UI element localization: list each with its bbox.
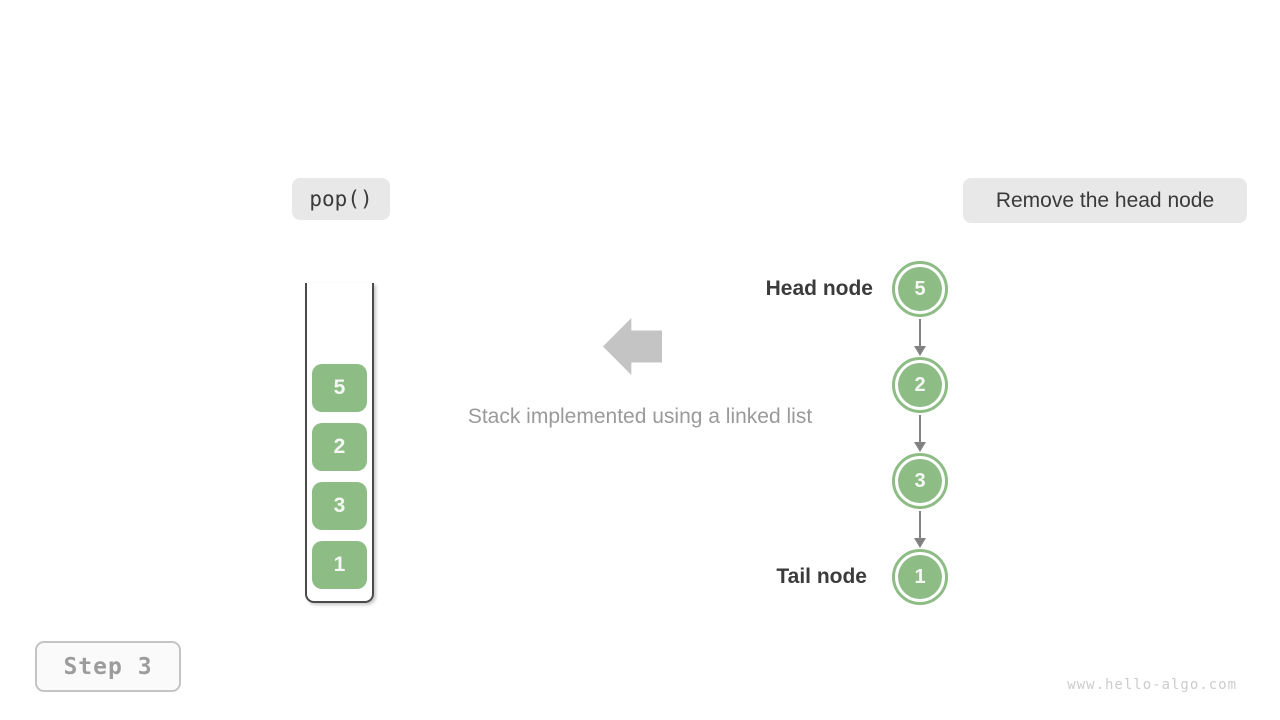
link-arrow-down-icon <box>911 415 929 452</box>
step-badge: Step 3 <box>35 641 181 692</box>
linked-list-node-value: 2 <box>898 363 942 407</box>
head-node-label: Head node <box>765 277 873 300</box>
linked-list-node: 1 <box>892 549 948 605</box>
linked-list-node: 3 <box>892 453 948 509</box>
stack-item: 2 <box>312 423 367 471</box>
stack-container: 5 2 3 1 <box>305 283 374 603</box>
stack-item: 3 <box>312 482 367 530</box>
left-block-arrow-icon <box>603 318 662 375</box>
link-arrow-down-icon <box>911 319 929 356</box>
linked-list-node-value: 5 <box>898 267 942 311</box>
stack-item: 1 <box>312 541 367 589</box>
pop-operation-badge: pop() <box>292 178 390 220</box>
linked-list-node-value: 1 <box>898 555 942 599</box>
remove-head-description-badge: Remove the head node <box>963 178 1247 223</box>
remove-head-description-label: Remove the head node <box>995 188 1215 212</box>
watermark: www.hello-algo.com <box>1067 677 1237 693</box>
tail-node-label: Tail node <box>776 565 867 588</box>
step-badge-label: Step 3 <box>63 653 153 680</box>
stack-item: 5 <box>312 364 367 412</box>
linked-list-node: 5 <box>892 261 948 317</box>
linked-list-node-value: 3 <box>898 459 942 503</box>
pop-operation-label: pop() <box>309 187 373 211</box>
diagram-caption: Stack implemented using a linked list <box>467 405 813 428</box>
linked-list-node: 2 <box>892 357 948 413</box>
link-arrow-down-icon <box>911 511 929 548</box>
